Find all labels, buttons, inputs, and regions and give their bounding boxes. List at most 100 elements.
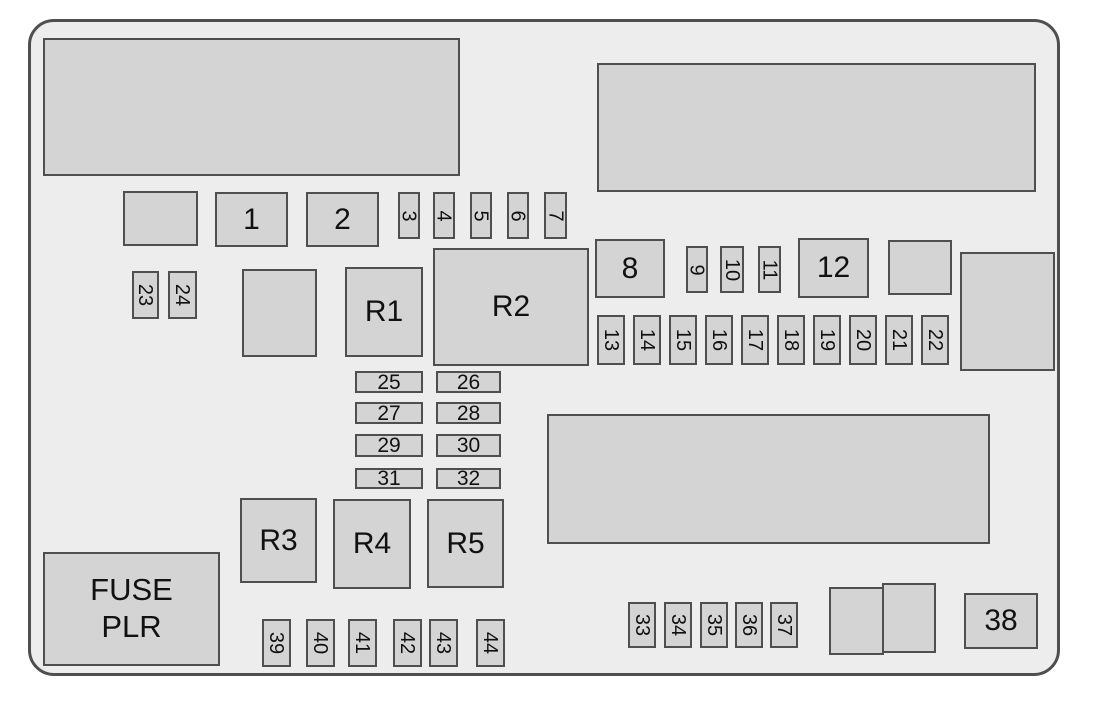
fuse-20: 20: [849, 315, 877, 365]
fuse-8-label: 8: [621, 251, 639, 285]
relay-r2-label: R2: [491, 290, 531, 323]
fuse-34-label: 34: [667, 613, 689, 637]
fuse-28: 28: [436, 402, 501, 424]
fuse-10: 10: [720, 246, 744, 293]
fuse-11-label: 11: [758, 259, 781, 280]
fuse-26-label: 26: [456, 370, 481, 394]
fuse-16: 16: [705, 315, 733, 365]
fuse-33-label: 33: [631, 613, 653, 637]
fuse-17: 17: [741, 315, 769, 365]
fuse-27: 27: [355, 402, 423, 424]
fuse-3: 3: [398, 192, 420, 239]
fuse-12: 12: [798, 238, 869, 298]
block-unlabeled-top-row: [123, 191, 198, 246]
fuse-38: 38: [964, 593, 1038, 649]
fuse-33: 33: [628, 602, 656, 648]
fuse-6-label: 6: [507, 209, 529, 222]
block-dual-left-cell: [829, 587, 884, 655]
relay-r1-label: R1: [364, 295, 404, 328]
fuse-34: 34: [664, 602, 692, 648]
fuse-15-label: 15: [672, 328, 694, 352]
fuse-32: 32: [436, 468, 501, 489]
module-top-right: [597, 63, 1036, 192]
fuse-25-label: 25: [377, 370, 401, 394]
fuse-17-label: 17: [744, 328, 766, 352]
fuse-44: 44: [476, 619, 505, 667]
block-unlabeled-mid-left: [242, 269, 317, 357]
fuse-31: 31: [355, 468, 423, 489]
fuse-24-label: 24: [171, 283, 194, 307]
fuse-6: 6: [507, 192, 529, 239]
fuse-36: 36: [735, 602, 763, 648]
relay-r4-label: R4: [352, 527, 392, 560]
fuse-44-label: 44: [479, 631, 502, 655]
fuse-15: 15: [669, 315, 697, 365]
fuse-19-label: 19: [816, 328, 838, 352]
fuse-35: 35: [700, 602, 728, 648]
fuse-14: 14: [633, 315, 661, 365]
module-top-left: [43, 38, 460, 176]
fuse-43: 43: [429, 619, 458, 667]
fuse-39-label: 39: [265, 631, 288, 655]
fuse-14-label: 14: [636, 328, 658, 352]
fuse-35-label: 35: [703, 613, 725, 637]
fuse-21: 21: [885, 315, 913, 365]
fuse-1: 1: [215, 192, 288, 247]
fuse-27-label: 27: [377, 401, 401, 425]
fuse-4-label: 4: [433, 209, 455, 222]
fuse-16-label: 16: [708, 328, 730, 352]
fuse-29-label: 29: [377, 434, 401, 457]
relay-r3-label: R3: [259, 523, 298, 557]
module-right-edge: [960, 252, 1055, 371]
fuse-2-label: 2: [334, 202, 351, 236]
fuse-43-label: 43: [432, 631, 455, 655]
fuse-36-label: 36: [738, 613, 760, 637]
fuse-18: 18: [777, 315, 805, 365]
fuse-30-label: 30: [456, 434, 481, 457]
fuse-19: 19: [813, 315, 841, 365]
fuse-11: 11: [758, 246, 781, 293]
relay-r5-label: R5: [446, 526, 485, 560]
fuse-5: 5: [470, 192, 492, 239]
relay-r1: R1: [345, 267, 423, 357]
fuse-22: 22: [921, 315, 949, 365]
fuse-plr-label: FUSE PLR: [90, 572, 173, 644]
fuse-1-label: 1: [243, 202, 260, 236]
fuse-18-label: 18: [780, 328, 802, 352]
fuse-12-label: 12: [816, 251, 851, 284]
fuse-9-label: 9: [686, 263, 708, 276]
relay-r3: R3: [240, 498, 317, 583]
fuse-30: 30: [436, 434, 501, 457]
fuse-plr-box: FUSE PLR: [43, 552, 220, 666]
fuse-10-label: 10: [721, 258, 743, 281]
fuse-39: 39: [262, 619, 291, 667]
fuse-21-label: 21: [888, 328, 910, 352]
fuse-41-label: 41: [351, 631, 374, 655]
fuse-40: 40: [306, 619, 335, 667]
fuse-2: 2: [306, 192, 379, 247]
fuse-22-label: 22: [924, 328, 946, 352]
relay-r4: R4: [333, 499, 411, 589]
relay-r5: R5: [427, 499, 504, 588]
fuse-32-label: 32: [456, 467, 481, 490]
fuse-26: 26: [436, 371, 501, 393]
fuse-4: 4: [433, 192, 455, 239]
fuse-28-label: 28: [456, 401, 481, 425]
fuse-23: 23: [132, 271, 159, 319]
fuse-42: 42: [393, 619, 422, 667]
fuse-5-label: 5: [470, 209, 492, 222]
fuse-37-label: 37: [773, 613, 795, 637]
fuse-38-label: 38: [984, 604, 1018, 637]
block-unlabeled-right-of-12: [888, 240, 952, 295]
fuse-9: 9: [686, 246, 708, 293]
block-dual-right-cell: [882, 583, 936, 653]
fuse-37: 37: [770, 602, 798, 648]
fuse-8: 8: [595, 239, 665, 298]
fuse-20-label: 20: [852, 328, 874, 352]
fuse-42-label: 42: [396, 631, 419, 655]
fuse-25: 25: [355, 371, 423, 393]
module-mid-right: [547, 414, 990, 544]
fuse-41: 41: [348, 619, 377, 667]
fuse-7: 7: [544, 192, 567, 239]
